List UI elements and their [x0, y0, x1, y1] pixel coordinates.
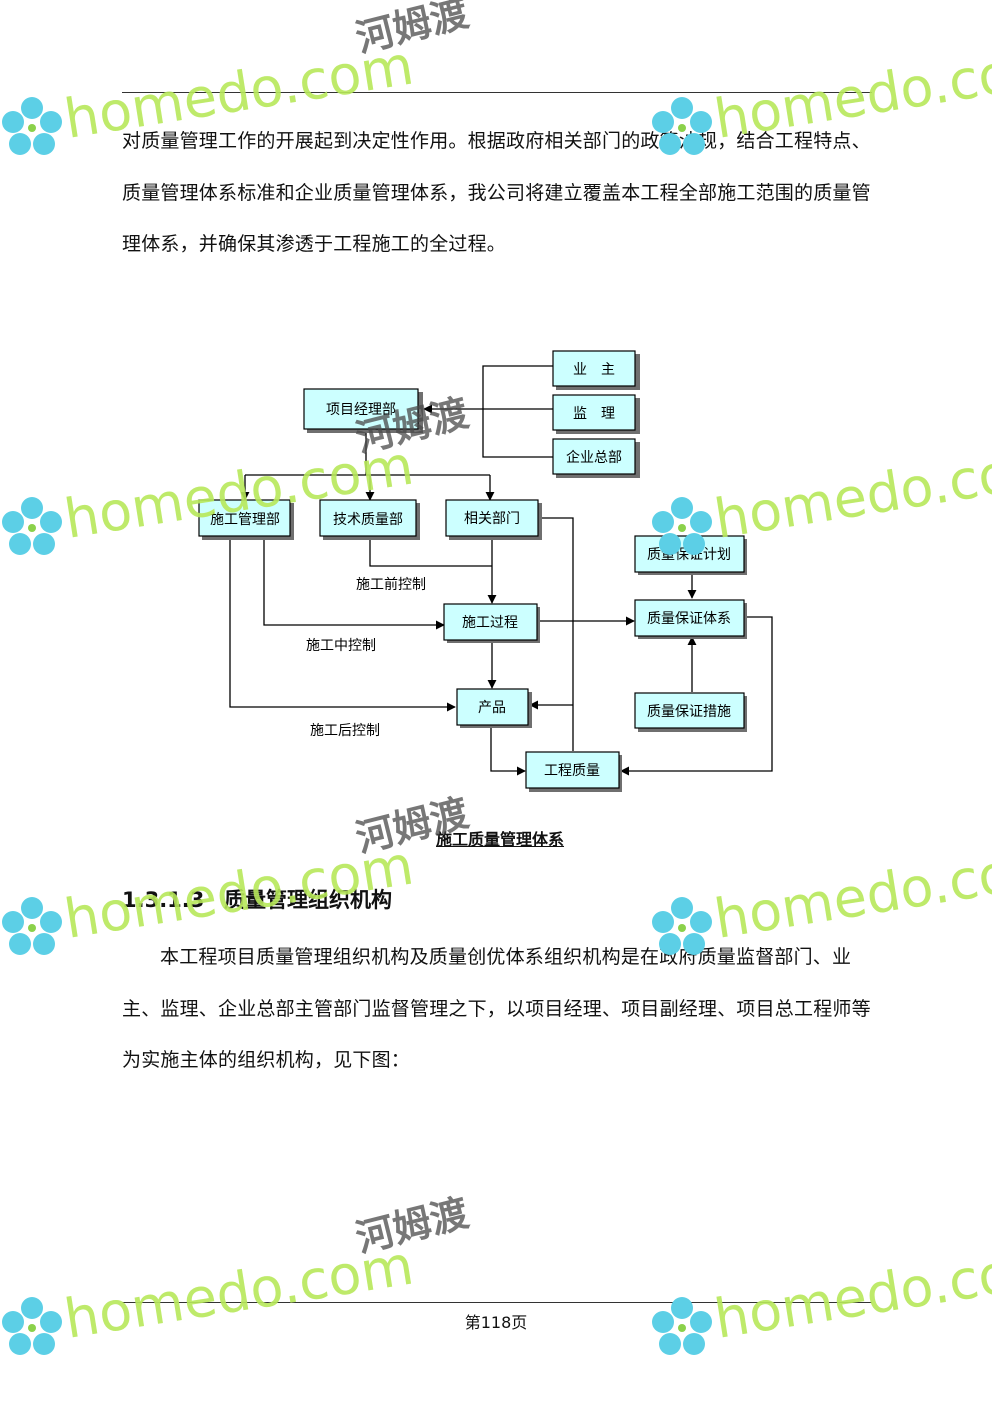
box-construction-mgmt: 施工管理部 — [198, 499, 294, 540]
diagram-connectors — [229, 365, 773, 776]
header-rule — [122, 92, 872, 93]
footer-rule — [122, 1302, 872, 1303]
svg-text:相关部门: 相关部门 — [464, 511, 520, 527]
svg-text:施工过程: 施工过程 — [462, 615, 518, 631]
svg-text:质量保证措施: 质量保证措施 — [647, 704, 731, 720]
svg-text:业 主: 业 主 — [573, 362, 615, 378]
box-pm-dept: 项目经理部 — [303, 388, 423, 433]
paragraph-org: 本工程项目质量管理组织机构及质量创优体系组织机构是在政府质量监督部门、业主、监理… — [122, 946, 871, 1071]
box-related-depts: 相关部门 — [445, 499, 542, 540]
box-qa-measures: 质量保证措施 — [634, 692, 747, 732]
svg-text:工程质量: 工程质量 — [544, 763, 600, 779]
box-product: 产品 — [456, 688, 532, 728]
section-title: 质量管理组织机构 — [224, 888, 392, 912]
box-qa-plan: 质量保证计划 — [634, 535, 747, 575]
label-pre-control: 施工前控制 — [356, 576, 426, 593]
box-hq: 企业总部 — [552, 438, 640, 478]
svg-text:产品: 产品 — [478, 700, 506, 716]
svg-text:企业总部: 企业总部 — [566, 449, 622, 466]
section-heading: 1.3.1.3 质量管理组织机构 — [122, 884, 392, 914]
box-qa-system: 质量保证体系 — [634, 599, 747, 639]
svg-text:项目经理部: 项目经理部 — [326, 402, 396, 418]
label-mid-control: 施工中控制 — [306, 638, 376, 654]
box-supervisor: 监 理 — [552, 394, 640, 434]
section-number: 1.3.1.3 — [122, 888, 205, 912]
page-number: 第118页 — [464, 1313, 528, 1332]
box-owner: 业 主 — [552, 350, 640, 390]
box-process: 施工过程 — [443, 603, 540, 643]
box-tech-quality: 技术质量部 — [319, 499, 420, 540]
svg-text:质量保证计划: 质量保证计划 — [647, 547, 731, 563]
box-eng-quality: 工程质量 — [525, 751, 622, 792]
svg-text:监 理: 监 理 — [573, 406, 615, 422]
label-post-control: 施工后控制 — [310, 723, 380, 739]
svg-text:技术质量部: 技术质量部 — [333, 512, 403, 528]
svg-text:质量保证体系: 质量保证体系 — [647, 611, 731, 627]
diagram-caption: 施工质量管理体系 — [436, 830, 565, 849]
svg-text:施工管理部: 施工管理部 — [210, 512, 280, 528]
